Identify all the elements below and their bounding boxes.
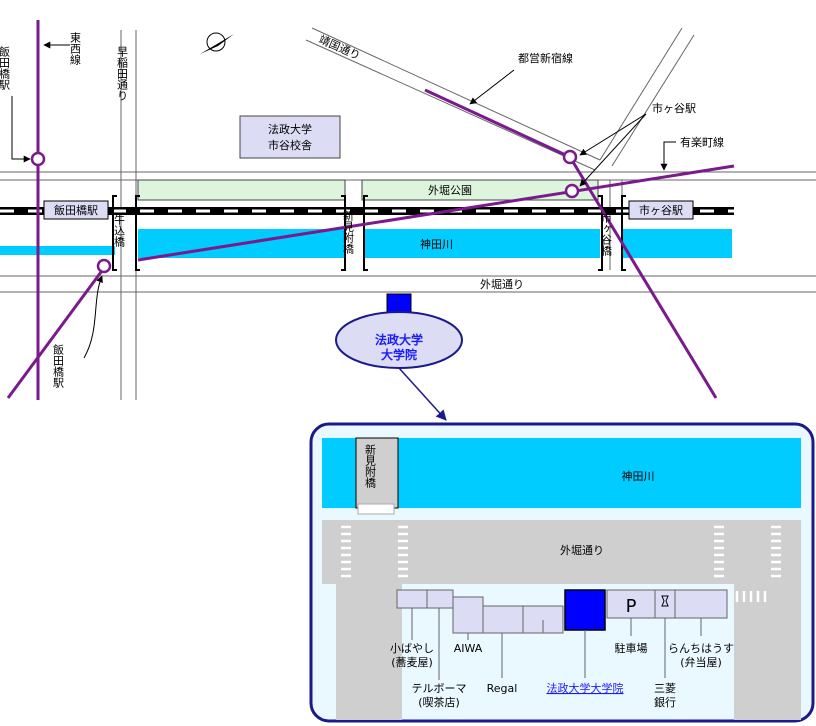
iidabashi-top-label: 飯田橋駅: [0, 45, 11, 91]
callout-arrow: [398, 367, 447, 421]
svg-text:東西線: 東西線: [69, 32, 82, 65]
yasukuni-road-edge: [311, 27, 601, 161]
grad-school-label: 法政大学大学院: [547, 681, 624, 695]
shop-cafe: [426, 589, 454, 609]
shop-regal: [482, 605, 524, 634]
svg-text:新見附橋: 新見附橋: [364, 443, 377, 489]
svg-text:新見附橋: 新見附橋: [342, 209, 355, 255]
ichigaya-campus: [239, 115, 341, 159]
ichigaya-pointer: [579, 113, 647, 187]
detail-inset: 神田川 新見附橋 外堀通り P: [309, 422, 815, 723]
waseda-road-label: 早稲田通り: [116, 46, 129, 101]
iidabashi-station-marker: [30, 151, 46, 167]
bridge-bracket: [363, 195, 368, 271]
toei-shinjuku-line: [424, 88, 571, 159]
river: [0, 246, 115, 255]
diagonal-subway-line: [6, 267, 106, 399]
svg-text:飯田橋駅: 飯田橋駅: [52, 343, 65, 389]
bridge-bracket: [341, 195, 346, 271]
campus-subname: 市谷校舎: [268, 138, 312, 152]
parking-lot: [606, 589, 656, 619]
cafe-label: テルボーマ: [412, 682, 467, 695]
river: [622, 229, 732, 258]
yasukuni-road-label: 靖国通り: [317, 33, 362, 63]
callout-line2: 大学院: [381, 347, 417, 362]
bento-sublabel: (弁当屋): [680, 655, 722, 669]
ichigaya-station-label: 市ヶ谷駅: [652, 101, 696, 115]
toei-shinjuku-line: [568, 156, 718, 399]
iidabashi-jr-label: 飯田橋駅: [54, 203, 98, 217]
shop-aiwa: [452, 596, 484, 634]
road-edge: [611, 34, 695, 167]
aiwa-label: AIWA: [454, 642, 483, 655]
detail-road: [336, 520, 402, 720]
iidabashi-station-marker: [96, 258, 112, 274]
iidabashi-bottom-label: 飯田橋駅: [52, 343, 65, 389]
station-pointer: [83, 275, 103, 359]
svg-text:早稲田通り: 早稲田通り: [116, 46, 129, 101]
callout-line1: 法政大学: [375, 332, 423, 347]
ichigaya-jr-label: 市ヶ谷駅: [639, 203, 683, 217]
svg-text:市ヶ谷橋: 市ヶ谷橋: [600, 211, 613, 257]
campus-name: 法政大学: [268, 122, 312, 136]
ichigaya-station-marker: [564, 183, 580, 199]
detail-river-label: 神田川: [622, 469, 655, 483]
cafe-sublabel: (喫茶店): [418, 695, 460, 709]
detail-bridge: [355, 437, 399, 509]
station-pointer: [11, 96, 31, 163]
ichigaya-jr-station: [628, 200, 694, 220]
toei-pointer: [469, 69, 515, 105]
bento-label: らんちはうす: [668, 642, 734, 655]
ushigome-bridge-label: 牛込橋: [113, 213, 126, 248]
bank-sublabel: 銀行: [654, 695, 676, 709]
toei-shinjuku-label: 都営新宿線: [518, 51, 573, 65]
crosswalks: [341, 525, 781, 578]
north-arrow-icon: [200, 32, 234, 54]
parking-icon: P: [626, 596, 637, 617]
river-label: 神田川: [420, 237, 453, 251]
park-label: 外堀公園: [428, 184, 472, 197]
bridge-bracket: [598, 195, 603, 271]
detail-bridge-label: 新見附橋: [364, 443, 377, 489]
bridge-bracket: [135, 195, 140, 271]
yurakucho-pointer: [660, 141, 676, 171]
bank: [654, 589, 676, 619]
ichigaya-bridge-label: 市ヶ谷橋: [600, 211, 613, 257]
crosswalk: [357, 503, 395, 515]
overview-map: 外堀公園 神田川 飯田橋駅 市ヶ谷駅 法政大: [0, 20, 816, 421]
shop-soba: [396, 589, 428, 609]
bridge-bracket: [621, 195, 626, 271]
sotobori-road-label: 外堀通り: [480, 278, 524, 291]
parking-label: 駐車場: [615, 641, 648, 655]
ichigaya-station-marker: [562, 149, 578, 165]
detail-river: [398, 438, 801, 508]
detail-road: [734, 520, 801, 720]
park-area: [361, 179, 599, 201]
bank-label: 三菱: [654, 682, 676, 695]
park-area: [137, 179, 346, 201]
shop-bento: [674, 589, 728, 619]
yurakucho-label: 有楽町線: [680, 135, 724, 149]
detail-grad-school-building: [564, 589, 606, 631]
shinmitsuke-bridge-label: 新見附橋: [342, 209, 355, 255]
road-edge: [599, 27, 683, 161]
yurakucho-line: [137, 164, 735, 262]
tozai-label: 東西線: [69, 32, 82, 65]
soba-label: 小ばやし: [390, 642, 434, 655]
yasukuni-road-edge: [305, 39, 596, 171]
bridge-bracket: [112, 195, 117, 271]
ichigaya-pointer: [579, 113, 647, 156]
regal-label: Regal: [487, 682, 518, 695]
leader-lines: [411, 608, 702, 680]
svg-text:飯田橋駅: 飯田橋駅: [0, 45, 11, 91]
crosswalk-horizontal: [735, 591, 767, 602]
iidabashi-jr-station: [43, 200, 109, 220]
soba-sublabel: (蕎麦屋): [391, 656, 433, 669]
detail-road-label: 外堀通り: [560, 544, 604, 557]
svg-text:牛込橋: 牛込橋: [113, 213, 126, 248]
bank-icon: [661, 595, 669, 607]
river: [364, 229, 600, 258]
detail-river: [322, 438, 356, 508]
